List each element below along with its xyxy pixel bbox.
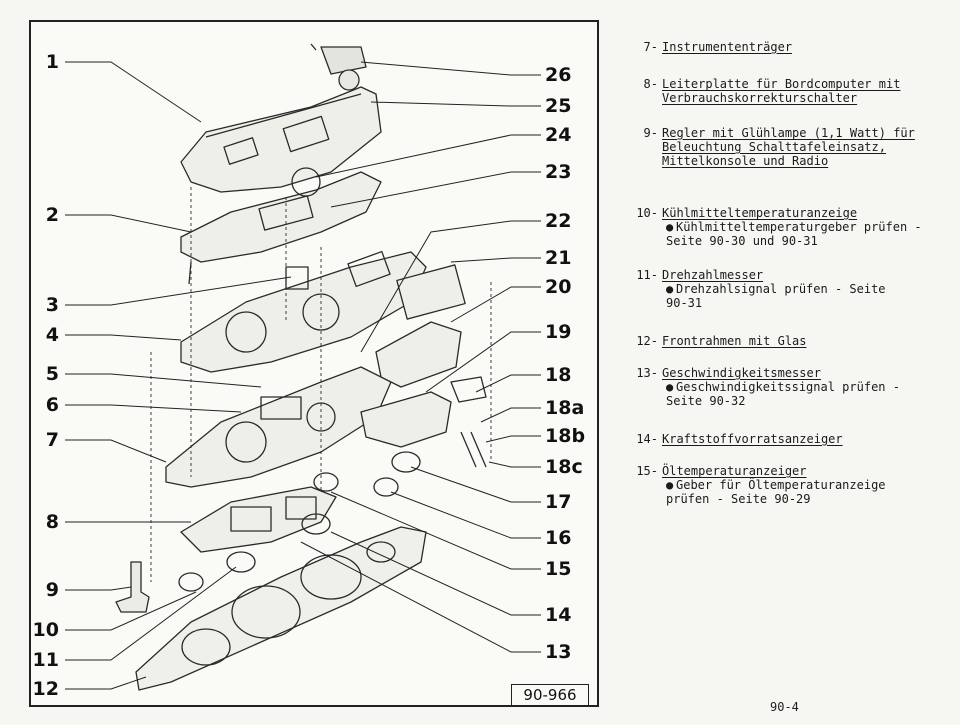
- callout-24: 24: [545, 124, 572, 146]
- legend-title: Kühlmitteltemperaturanzeige: [662, 206, 858, 220]
- legend-number: 12-: [636, 334, 658, 348]
- callout-9: 9: [45, 579, 59, 601]
- callout-6: 6: [45, 394, 59, 416]
- callout-14: 14: [545, 604, 572, 626]
- page-number: 90-4: [770, 700, 799, 714]
- part-regulator: [115, 561, 150, 613]
- legend-number: 11-: [636, 268, 658, 282]
- legend-title: Geschwindigkeitsmesser: [662, 366, 821, 380]
- part-computer-board: [180, 486, 337, 553]
- legend-title: Leiterplatte für Bordcomputer mit Verbra…: [662, 77, 901, 105]
- callout-19: 19: [545, 321, 572, 343]
- part-upper-housing: [180, 43, 382, 193]
- legend-number: 14-: [636, 432, 658, 446]
- bullet-dot-icon: ●: [666, 282, 674, 296]
- legend-title: Instrumententräger: [662, 40, 793, 54]
- callout-7: 7: [45, 429, 59, 451]
- callout-1: 1: [45, 51, 59, 73]
- legend-number: 8-: [643, 77, 658, 91]
- legend-number: 7-: [643, 40, 658, 54]
- bullet-dot-icon: ●: [666, 220, 674, 234]
- part-gauge-units: [301, 264, 487, 535]
- part-front-frame: [135, 526, 427, 691]
- callout-18b: 18b: [545, 425, 586, 447]
- callout-21: 21: [545, 247, 572, 269]
- callout-26: 26: [545, 64, 572, 86]
- callout-10: 10: [32, 619, 59, 641]
- legend-note: ●Geber für Öltemperaturanzeige prüfen - …: [666, 478, 886, 506]
- exploded-view-figure: 1 2 3 4 5 6 7 8 9 10 11 12 26 25 24 23 2…: [29, 20, 599, 707]
- legend-title: Regler mit Glühlampe (1,1 Watt) für Bele…: [662, 126, 915, 168]
- callout-22: 22: [545, 210, 572, 232]
- callout-13: 13: [545, 641, 572, 663]
- callout-4: 4: [45, 324, 59, 346]
- callout-20: 20: [545, 276, 572, 298]
- legend-title: Frontrahmen mit Glas: [662, 334, 807, 348]
- figure-code-label: 90-966: [511, 684, 589, 706]
- callout-23: 23: [545, 161, 572, 183]
- part-small-gauges: [178, 551, 256, 592]
- callout-16: 16: [545, 527, 572, 549]
- instrument-cluster-drawing: [65, 43, 541, 691]
- callout-3: 3: [45, 294, 59, 316]
- callout-12: 12: [32, 678, 59, 700]
- callout-2: 2: [45, 204, 59, 226]
- part-instrument-carrier: [165, 366, 392, 488]
- callout-25: 25: [545, 95, 572, 117]
- callout-15: 15: [545, 558, 572, 580]
- callout-17: 17: [545, 491, 572, 513]
- callout-11: 11: [32, 649, 59, 671]
- legend-title: Kraftstoffvorratsanzeiger: [662, 432, 843, 446]
- callout-18a: 18a: [545, 397, 585, 419]
- legend-note: ●Drehzahlsignal prüfen - Seite 90-31: [666, 282, 886, 310]
- legend-number: 13-: [636, 366, 658, 380]
- callout-8: 8: [45, 511, 59, 533]
- legend-number: 10-: [636, 206, 658, 220]
- legend-number: 15-: [636, 464, 658, 478]
- legend-note: ●Kühlmitteltemperaturgeber prüfen - Seit…: [666, 220, 922, 248]
- callout-18c: 18c: [545, 456, 583, 478]
- legend-title: Drehzahlmesser: [662, 268, 764, 282]
- bullet-dot-icon: ●: [666, 478, 674, 492]
- bullet-dot-icon: ●: [666, 380, 674, 394]
- callout-5: 5: [45, 363, 59, 385]
- callout-18: 18: [545, 364, 572, 386]
- legend-note: ●Geschwindigkeitssignal prüfen - Seite 9…: [666, 380, 900, 408]
- legend-title: Öltemperaturanzeiger: [662, 464, 807, 478]
- legend-number: 9-: [643, 126, 658, 140]
